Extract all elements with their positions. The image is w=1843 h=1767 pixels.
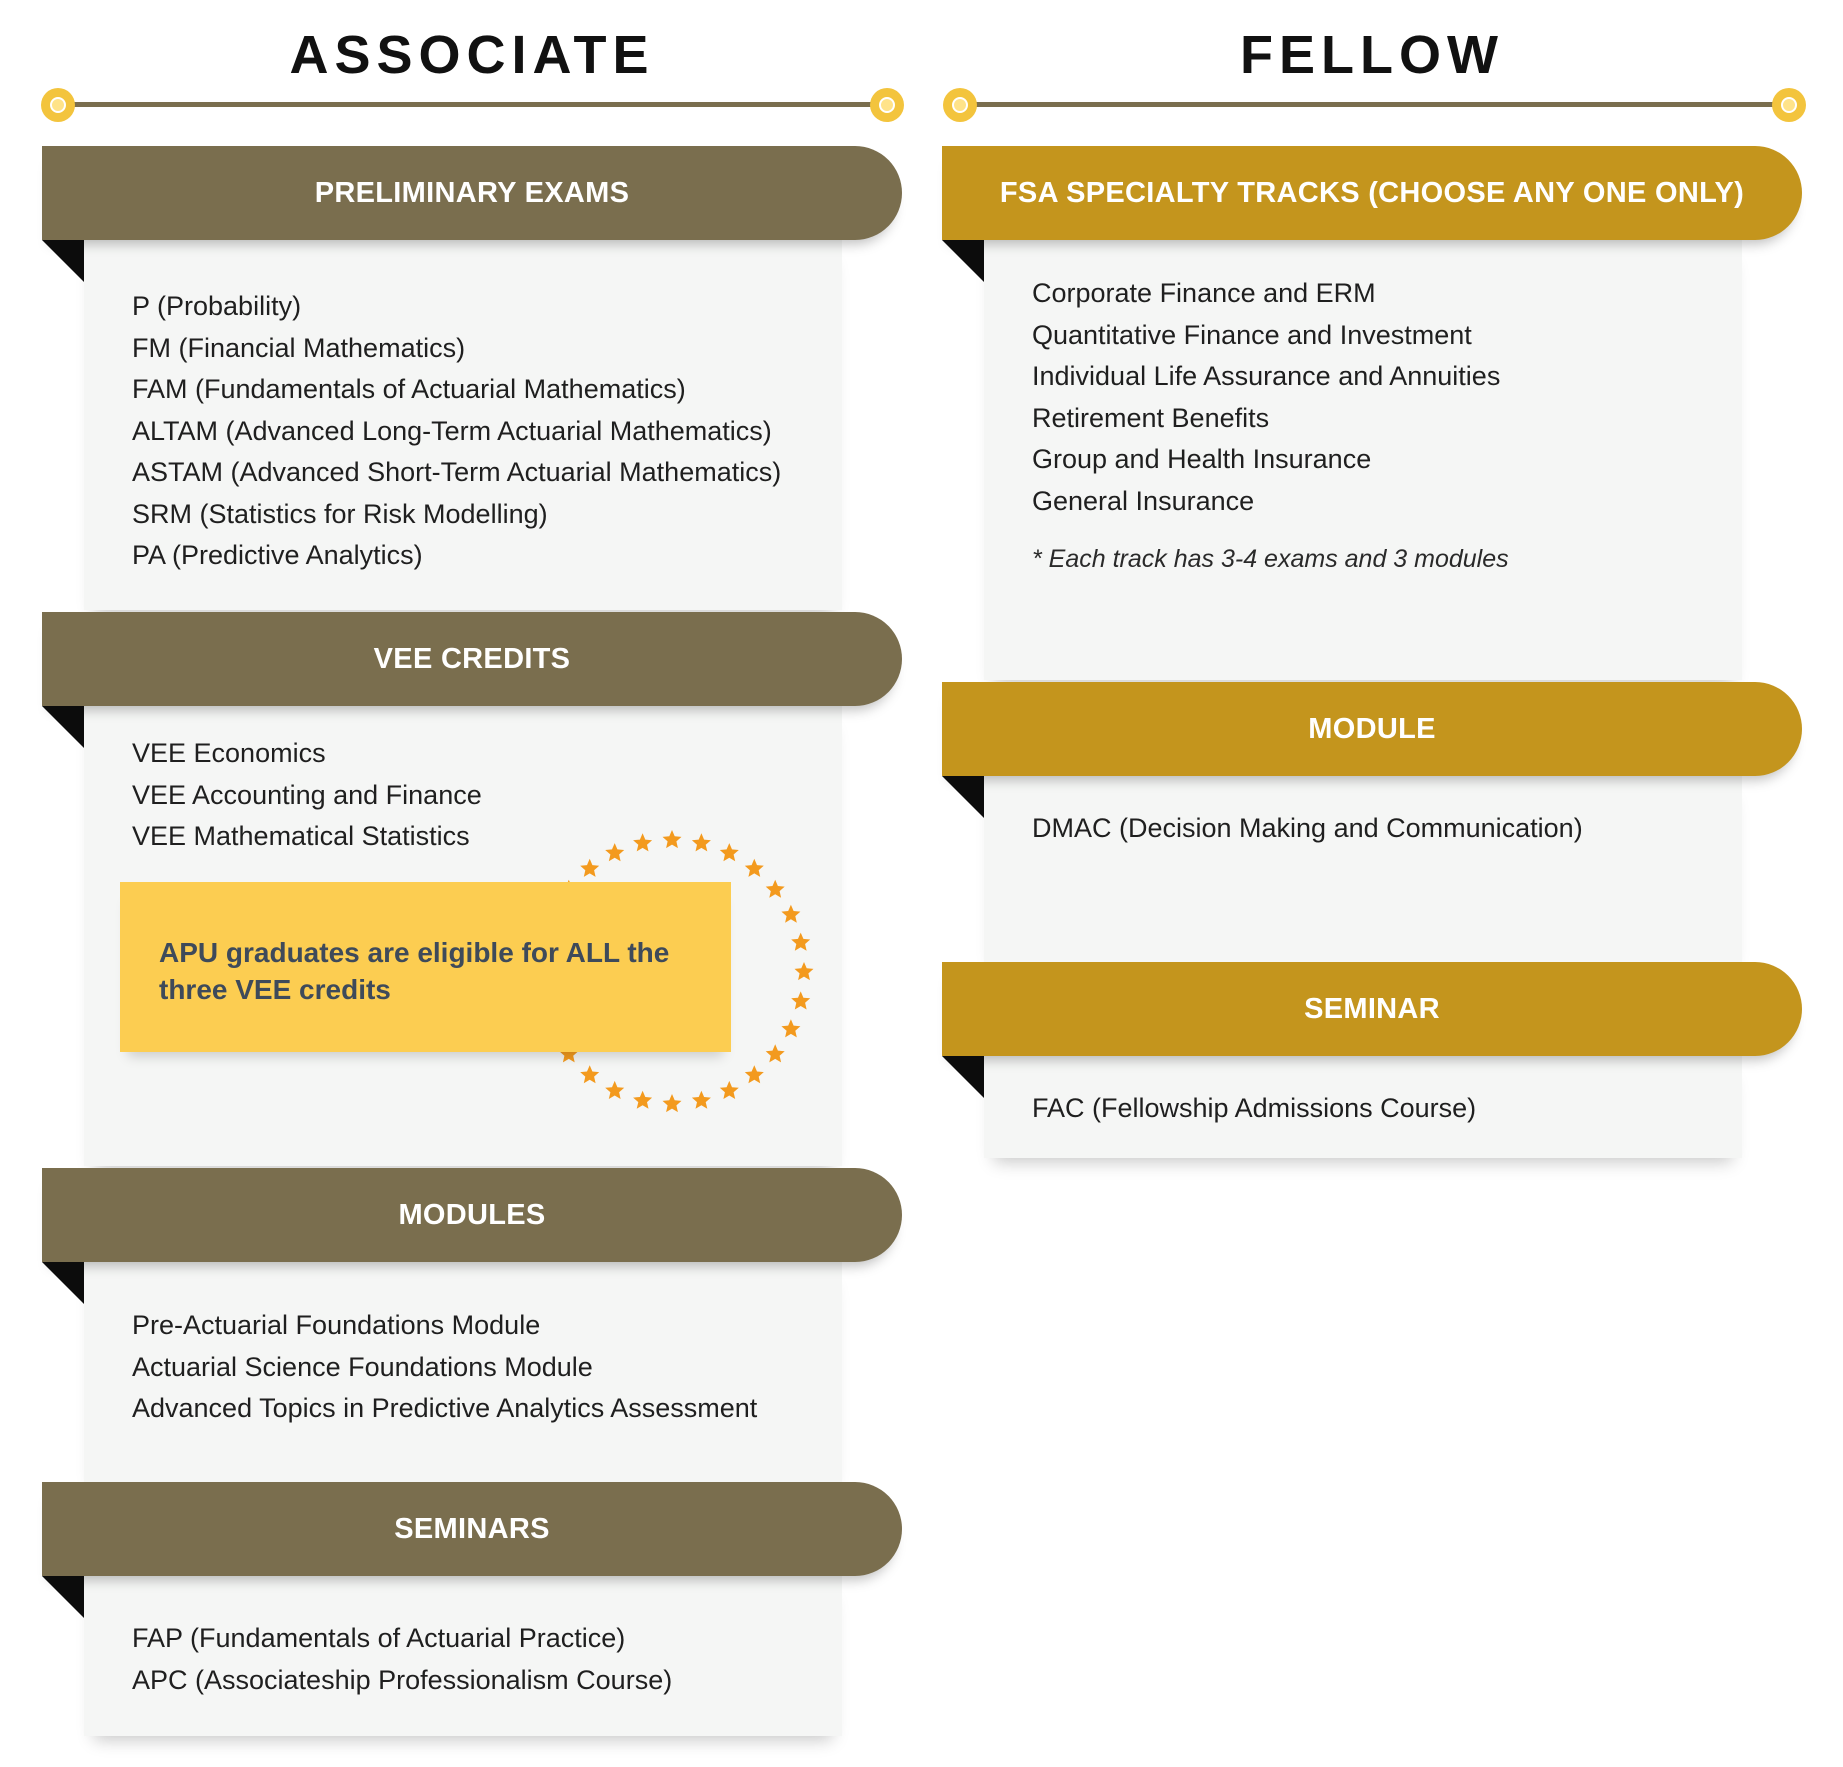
star-icon <box>580 1065 600 1084</box>
preliminary-exams-heading: PRELIMINARY EXAMS <box>42 146 902 240</box>
star-icon <box>744 1065 764 1084</box>
vee-eligibility-callout: APU graduates are eligible for ALL the t… <box>120 882 731 1052</box>
list-item: P (Probability) <box>132 291 302 321</box>
star-icon <box>765 879 785 898</box>
modules-list: Pre-Actuarial Foundations Module Actuari… <box>132 1305 757 1430</box>
star-icon <box>662 1094 682 1113</box>
list-item: VEE Accounting and Finance <box>132 779 482 810</box>
fellow-timeline <box>960 102 1792 107</box>
modules-panel <box>84 1262 842 1482</box>
star-icon <box>633 1090 653 1109</box>
list-item: ASTAM (Advanced Short-Term Actuarial Mat… <box>132 457 782 487</box>
list-item: Advanced Topics in Predictive Analytics … <box>132 1393 758 1423</box>
specialty-tracks-list: Corporate Finance and ERM Quantitative F… <box>1032 273 1500 522</box>
module-heading: MODULE <box>942 682 1802 776</box>
module-panel <box>984 776 1742 962</box>
specialty-tracks-heading: FSA SPECIALTY TRACKS (CHOOSE ANY ONE ONL… <box>942 146 1802 240</box>
timeline-dot-icon <box>1772 88 1806 122</box>
star-icon <box>719 1080 739 1099</box>
list-item: Individual Life Assurance and Annuities <box>1032 361 1501 391</box>
star-icon <box>605 1080 625 1099</box>
modules-heading: MODULES <box>42 1168 902 1262</box>
ribbon-fold <box>42 240 84 282</box>
list-item: FAP (Fundamentals of Actuarial Practice) <box>132 1623 626 1653</box>
list-item: Quantitative Finance and Investment <box>1032 319 1472 350</box>
list-item: FM (Financial Mathematics) <box>132 332 466 363</box>
list-item: SRM (Statistics for Risk Modelling) <box>132 498 548 529</box>
star-icon <box>719 843 739 862</box>
seminar-heading: SEMINAR <box>942 962 1802 1056</box>
timeline-dot-icon <box>943 88 977 122</box>
star-icon <box>791 991 811 1010</box>
star-icon <box>580 858 600 877</box>
list-item: ALTAM (Advanced Long-Term Actuarial Math… <box>132 415 772 446</box>
seminar-panel <box>984 1056 1742 1158</box>
list-item: APC (Associateship Professionalism Cours… <box>132 1664 673 1695</box>
star-icon <box>781 904 801 923</box>
ribbon-fold <box>42 706 84 748</box>
ribbon-fold <box>42 1262 84 1304</box>
module-list: DMAC (Decision Making and Communication) <box>1032 808 1583 850</box>
list-item: Pre-Actuarial Foundations Module <box>132 1310 541 1340</box>
vee-credits-heading: VEE CREDITS <box>42 612 902 706</box>
ribbon-fold <box>942 1056 984 1098</box>
seminar-list: FAC (Fellowship Admissions Course) <box>1032 1088 1476 1130</box>
associate-timeline <box>58 102 890 107</box>
ribbon-fold <box>942 240 984 282</box>
associate-title: ASSOCIATE <box>289 25 655 85</box>
ribbon-fold <box>942 776 984 818</box>
list-item: PA (Predictive Analytics) <box>132 540 423 570</box>
list-item: DMAC (Decision Making and Communication) <box>1032 813 1583 843</box>
seminars-list: FAP (Fundamentals of Actuarial Practice)… <box>132 1618 672 1701</box>
star-icon <box>662 830 682 849</box>
list-item: VEE Mathematical Statistics <box>132 821 470 851</box>
star-icon <box>794 962 814 981</box>
preliminary-exams-list: P (Probability) FM (Financial Mathematic… <box>132 286 781 577</box>
star-icon <box>744 858 764 877</box>
vee-credits-list: VEE Economics VEE Accounting and Finance… <box>132 733 482 858</box>
star-icon <box>691 833 711 852</box>
list-item: Corporate Finance and ERM <box>1032 278 1376 308</box>
timeline-dot-icon <box>41 88 75 122</box>
preliminary-exams-panel <box>84 240 842 610</box>
seminars-panel <box>84 1576 842 1736</box>
specialty-tracks-panel <box>984 240 1742 680</box>
list-item: Retirement Benefits <box>1032 402 1270 433</box>
timeline-dot-icon <box>870 88 904 122</box>
star-icon <box>765 1044 785 1063</box>
list-item: FAM (Fundamentals of Actuarial Mathemati… <box>132 374 686 404</box>
star-icon <box>605 843 625 862</box>
seminars-heading: SEMINARS <box>42 1482 902 1576</box>
star-icon <box>633 833 653 852</box>
star-icon <box>791 932 811 951</box>
list-item: General Insurance <box>1032 485 1255 516</box>
list-item: VEE Economics <box>132 738 326 768</box>
star-icon <box>691 1090 711 1109</box>
fellow-title: FELLOW <box>1240 25 1504 85</box>
list-item: FAC (Fellowship Admissions Course) <box>1032 1093 1477 1123</box>
list-item: Group and Health Insurance <box>1032 444 1372 474</box>
specialty-tracks-note: * Each track has 3-4 exams and 3 modules <box>1032 545 1509 573</box>
list-item: Actuarial Science Foundations Module <box>132 1351 593 1382</box>
star-icon <box>781 1019 801 1038</box>
star-icon <box>559 1044 579 1063</box>
vee-eligibility-text: APU graduates are eligible for ALL the t… <box>159 937 670 1005</box>
ribbon-fold <box>42 1576 84 1618</box>
